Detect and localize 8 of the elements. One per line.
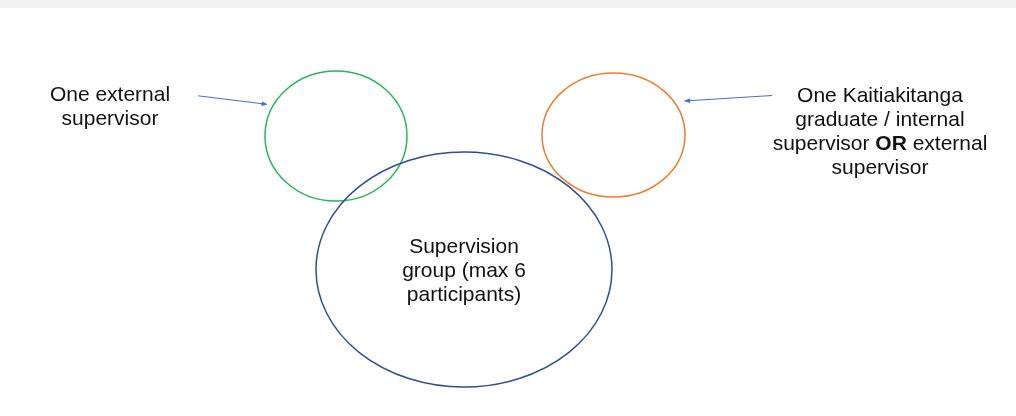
text-label: Supervision group (max 6 participants) [401,233,527,306]
circle [315,151,613,388]
text-label: One Kaitiakitanga graduate / internal supervisor OR external supervisor [771,83,989,179]
arrow [683,95,773,104]
text-label: One external supervisor [48,82,172,130]
circle [541,72,686,198]
arrow [197,95,268,107]
circle [264,70,408,202]
